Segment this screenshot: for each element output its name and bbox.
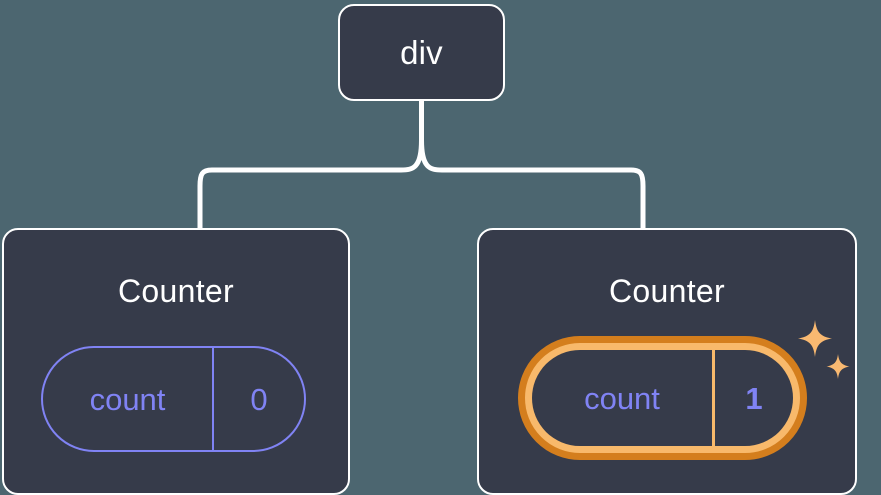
connector-to-right-counter (419, 137, 646, 231)
node-counter-left-label: Counter (118, 273, 234, 309)
node-counter-right-label: Counter (609, 273, 725, 309)
connector-to-left-counter (197, 137, 424, 231)
state-pill-inner: count 1 (532, 350, 793, 446)
state-key-label: count (89, 381, 166, 417)
state-pill-body-highlighted: count 1 (518, 336, 807, 460)
state-key-label: count (584, 380, 660, 416)
node-div-label: div (400, 34, 443, 71)
state-pill-body: count 0 (41, 346, 306, 452)
state-pill-count-right[interactable]: count 1 (518, 336, 807, 460)
state-pill-count-left[interactable]: count 0 (41, 346, 306, 452)
state-value-label: 1 (712, 350, 793, 446)
state-value-label: 0 (212, 348, 304, 450)
node-div[interactable]: div (338, 4, 505, 101)
